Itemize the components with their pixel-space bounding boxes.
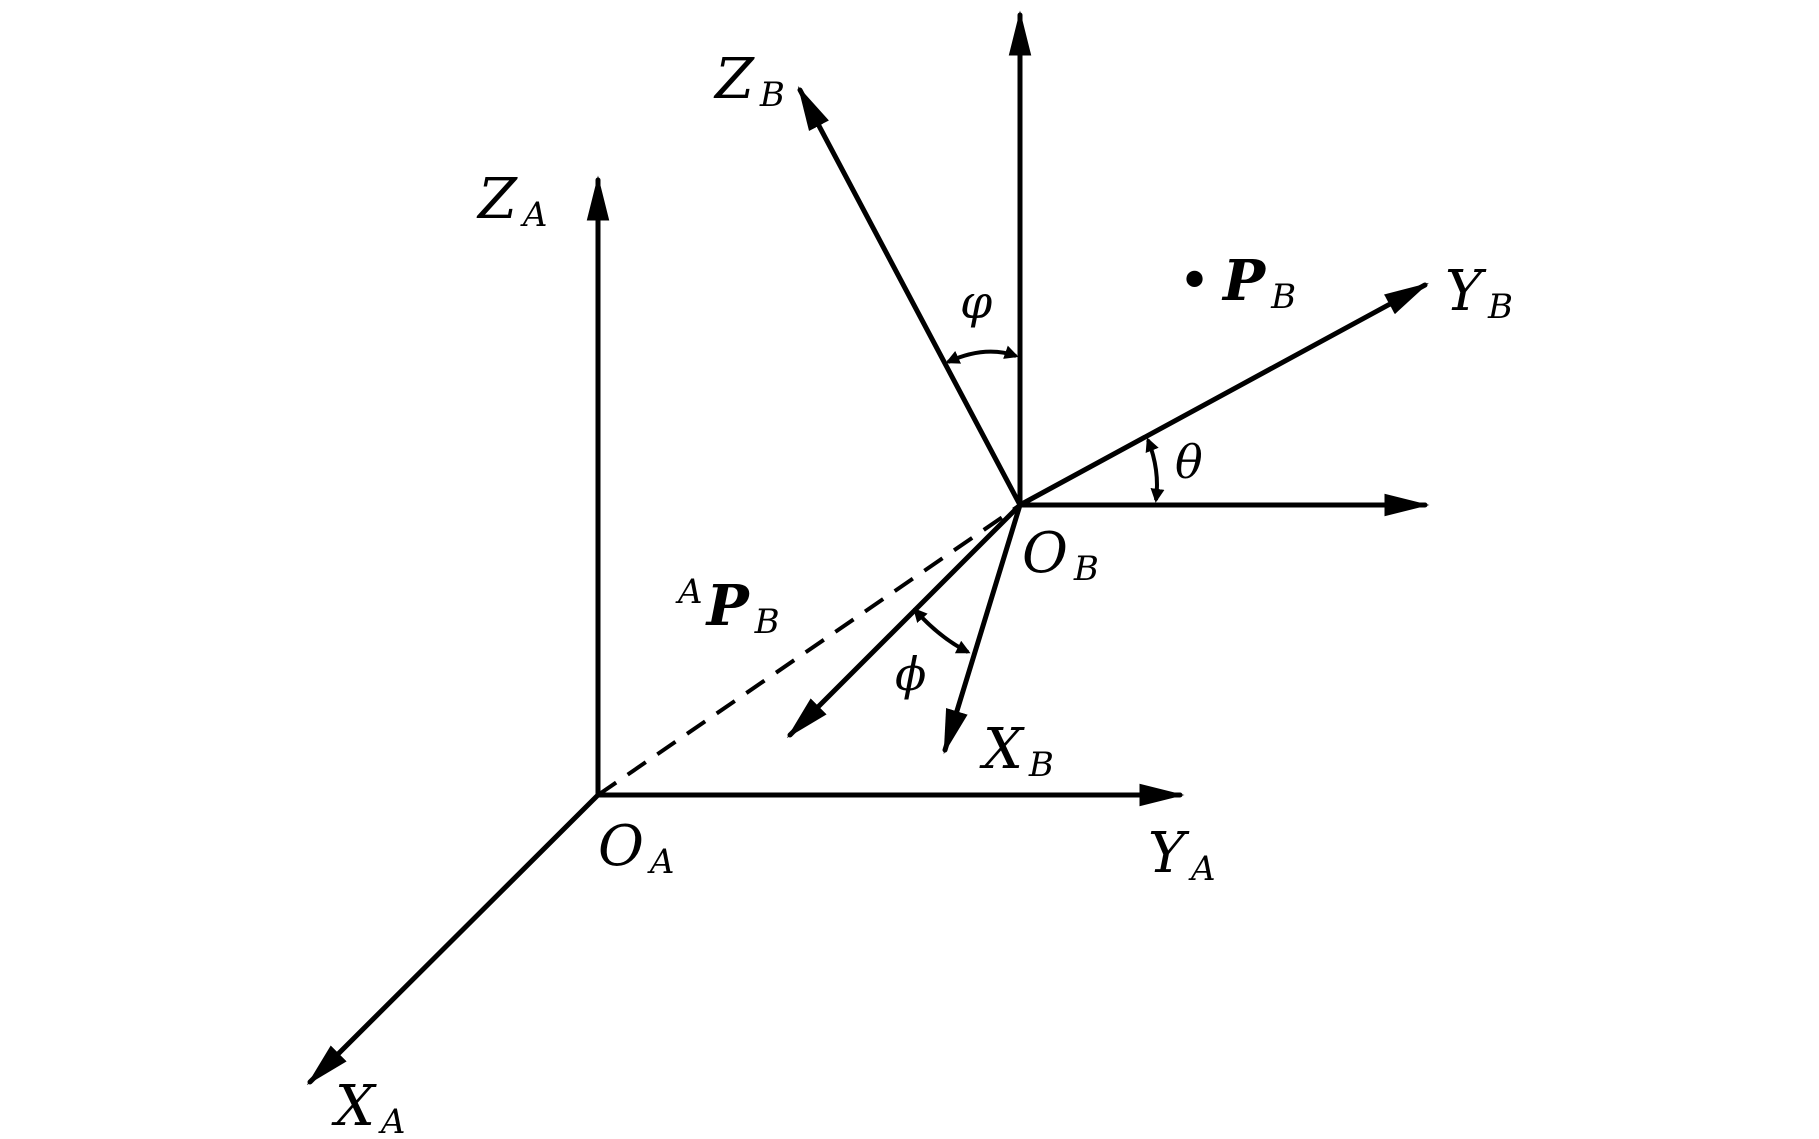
xb-axis (942, 502, 1023, 755)
zb-axis (797, 86, 1023, 508)
phi-bottom-angle-arc (913, 607, 971, 654)
theta-angle-label: θ (1175, 435, 1203, 489)
position-vector-apb (596, 503, 1022, 797)
phi-top-angle-label: φ (960, 275, 993, 329)
phi-top-angle-arc (945, 345, 1019, 364)
phi-bottom-angle-label: ϕ (895, 647, 926, 701)
ob-diagonal-reference-axis (786, 502, 1023, 739)
yb-axis (1017, 282, 1429, 508)
xa-axis (306, 792, 601, 1086)
theta-angle-arc (1145, 437, 1165, 503)
